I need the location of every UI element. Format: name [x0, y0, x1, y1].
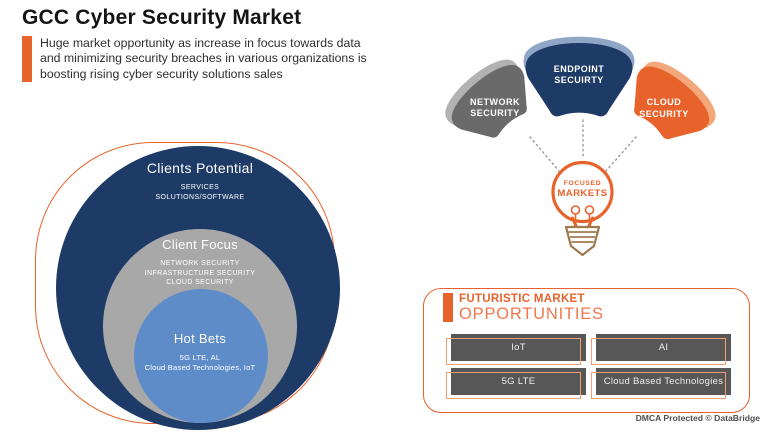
- futuristic-market-panel: FUTURISTIC MARKET OPPORTUNITIES IoT AI 5…: [423, 288, 750, 413]
- page-title: GCC Cyber Security Market: [22, 6, 302, 29]
- venn-inner-line: 5G LTE, AL: [179, 353, 221, 362]
- venn-middle-line: CLOUD SECURITY: [166, 279, 234, 287]
- venn-inner-line: Cloud Based Technologies, IoT: [144, 363, 256, 372]
- item-echo-outline: [446, 372, 581, 399]
- opportunity-item-label: Cloud Based Technologies: [603, 376, 724, 387]
- network-security-label-line1: NETWORK: [470, 97, 520, 107]
- panel-header: FUTURISTIC MARKET OPPORTUNITIES: [443, 293, 604, 324]
- panel-title-line1: FUTURISTIC MARKET: [459, 293, 585, 305]
- network-security-shape: [451, 65, 527, 138]
- venn-middle-text: Client Focus NETWORK SECURITY INFRASTRUC…: [60, 237, 340, 288]
- accent-bar: [22, 36, 32, 82]
- opportunity-item-iot: IoT: [446, 334, 586, 365]
- dashed-connector-right: [605, 136, 637, 172]
- panel-accent-bar: [443, 293, 453, 322]
- venn-outer-line: SERVICES: [180, 184, 220, 191]
- bulb-label-line1: FOCUSED: [564, 180, 601, 187]
- dashed-connector-left: [529, 136, 560, 172]
- description-block: Huge market opportunity as increase in f…: [22, 36, 367, 82]
- cloud-security-shape: [634, 66, 710, 140]
- endpoint-security-shape: [525, 43, 633, 117]
- dmca-protection-notice: DMCA Protected © DataBridge: [635, 413, 760, 423]
- venn-middle-line: INFRASTRUCTURE SECURITY: [144, 269, 256, 277]
- opportunity-item-ai: AI: [591, 334, 731, 365]
- focused-markets-cluster: NETWORK SECURITY ENDPOINT SECUIRTY CLOUD…: [445, 36, 716, 257]
- bulb-glass: [551, 160, 614, 224]
- opportunity-item-label: AI: [658, 342, 669, 353]
- venn-outer-line: SOLUTIONS/SOFTWARE: [155, 193, 245, 201]
- item-echo-outline: [446, 338, 581, 365]
- cloud-security-label-line1: CLOUD: [647, 97, 682, 107]
- cloud-security-label-line2: SECURITY: [639, 109, 689, 119]
- bulb-base-stripes: [568, 231, 597, 243]
- bulb-filament-wires: [574, 214, 591, 226]
- description-line: Huge market opportunity as increase in f…: [40, 36, 361, 50]
- network-security-label-line2: SECURITY: [470, 108, 520, 118]
- venn-outer-title: Clients Potential: [146, 160, 254, 176]
- item-echo-outline: [591, 338, 726, 365]
- bulb-base: [564, 225, 601, 257]
- endpoint-security-label-line2: SECUIRTY: [554, 75, 604, 85]
- venn-inner-text: Hot Bets 5G LTE, AL Cloud Based Technolo…: [60, 331, 340, 373]
- venn-inner-circle: [134, 289, 268, 423]
- description-line: and minimizing security breaches in vari…: [40, 51, 367, 66]
- opportunity-item-label: 5G LTE: [501, 376, 536, 387]
- venn-outer-text: Clients Potential SERVICES SOLUTIONS/SOF…: [60, 160, 340, 202]
- opportunity-item-5g-lte: 5G LTE: [446, 368, 586, 399]
- venn-middle-title: Client Focus: [162, 237, 238, 252]
- bulb-label-line2: MARKETS: [557, 188, 607, 199]
- description-text: Huge market opportunity as increase in f…: [40, 36, 367, 82]
- endpoint-security-label-line1: ENDPOINT: [554, 64, 605, 74]
- item-echo-outline: [591, 372, 726, 399]
- venn-middle-line: NETWORK SECURITY: [160, 260, 240, 267]
- opportunity-item-label: IoT: [511, 342, 526, 353]
- opportunity-item-cloud-tech: Cloud Based Technologies: [591, 368, 731, 399]
- description-line: boosting rising cyber security solutions…: [40, 66, 283, 81]
- venn-inner-title: Hot Bets: [173, 331, 227, 346]
- lightbulb-icon: FOCUSED MARKETS: [551, 160, 614, 257]
- panel-title-line2: OPPORTUNITIES: [459, 305, 604, 323]
